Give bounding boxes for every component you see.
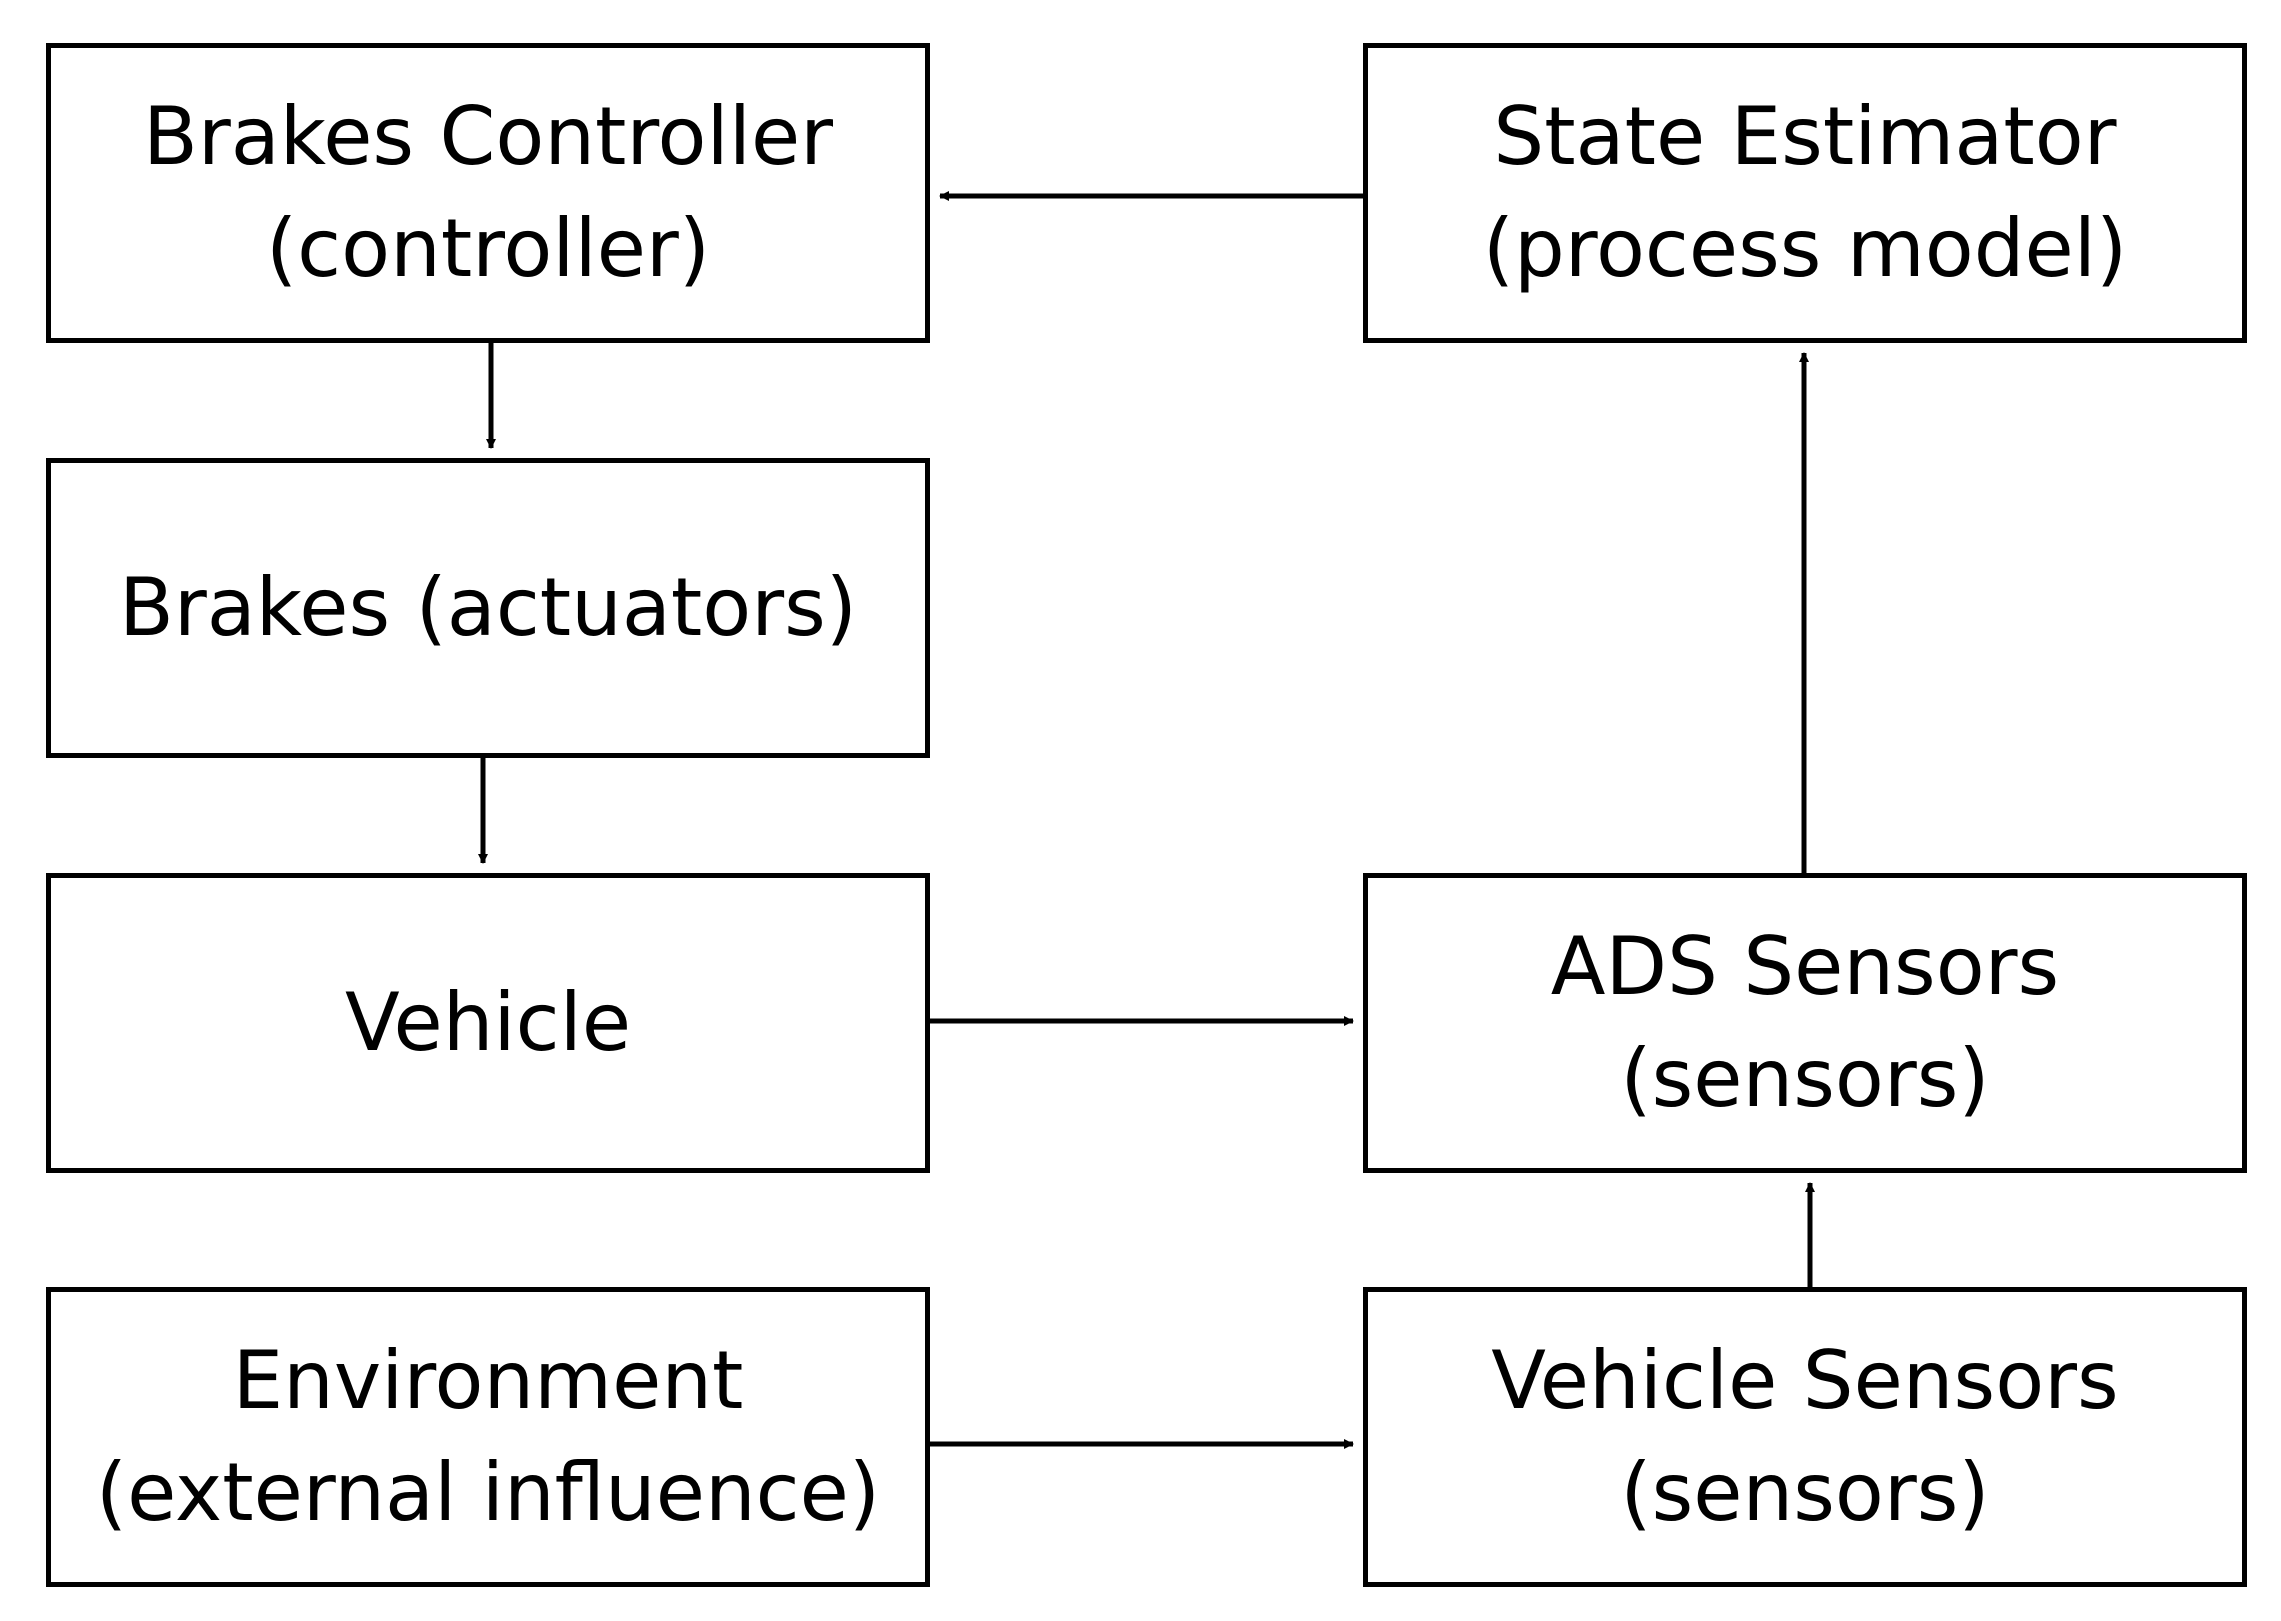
node-vehicle: Vehicle xyxy=(46,873,930,1173)
node-environment-role: (external influence) xyxy=(95,1446,881,1539)
node-state-estimator: State Estimator (process model) xyxy=(1363,43,2247,343)
node-state-estimator-title: State Estimator xyxy=(1493,90,2117,183)
node-vehicle-sensors-role: (sensors) xyxy=(1620,1446,1990,1539)
node-brakes: Brakes (actuators) xyxy=(46,458,930,758)
node-environment: Environment (external influence) xyxy=(46,1287,930,1587)
node-ads-sensors: ADS Sensors (sensors) xyxy=(1363,873,2247,1173)
node-brakes-controller: Brakes Controller (controller) xyxy=(46,43,930,343)
node-environment-title: Environment xyxy=(232,1334,744,1427)
node-ads-sensors-title: ADS Sensors xyxy=(1550,920,2060,1013)
node-brakes-title: Brakes (actuators) xyxy=(118,561,857,654)
node-state-estimator-role: (process model) xyxy=(1482,202,2128,295)
node-brakes-controller-role: (controller) xyxy=(265,202,711,295)
node-vehicle-sensors-title: Vehicle Sensors xyxy=(1491,1334,2119,1427)
node-ads-sensors-role: (sensors) xyxy=(1620,1032,1990,1125)
node-brakes-controller-title: Brakes Controller xyxy=(142,90,834,183)
node-vehicle-title: Vehicle xyxy=(344,976,632,1069)
node-vehicle-sensors: Vehicle Sensors (sensors) xyxy=(1363,1287,2247,1587)
